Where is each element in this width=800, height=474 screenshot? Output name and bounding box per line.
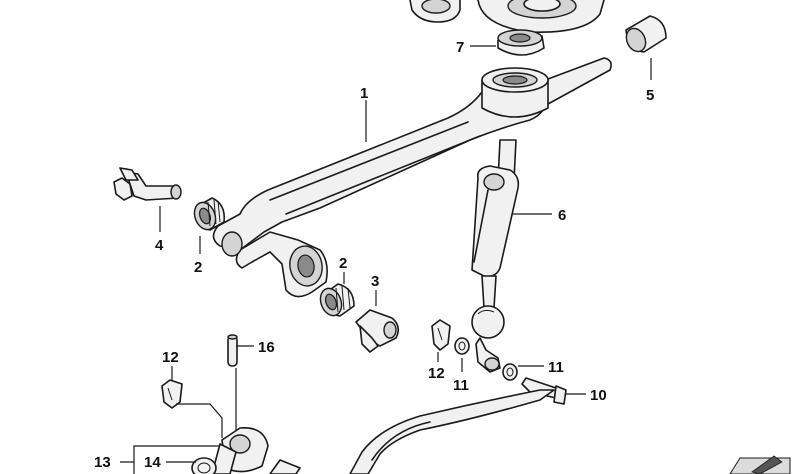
bottom-partial-part	[269, 459, 301, 474]
top-bearing-ring	[409, 0, 461, 23]
callout-12-left: 12	[162, 349, 179, 366]
callout-3: 3	[371, 273, 379, 290]
leader-lines	[120, 45, 652, 474]
part-13-joint	[211, 427, 269, 474]
callout-16: 16	[258, 339, 275, 356]
callout-2-right: 2	[339, 255, 347, 272]
callout-11-lower: 11	[453, 377, 469, 394]
part-2-bushing-left	[193, 197, 226, 231]
callout-11-right: 11	[548, 359, 564, 376]
callout-7: 7	[456, 39, 464, 56]
part-11-washer-a	[454, 337, 470, 355]
callout-10: 10	[590, 387, 607, 404]
part-7-bushing	[497, 29, 545, 56]
part-1-shift-lever	[212, 57, 612, 298]
part-12-clip-right	[431, 319, 451, 351]
callout-4: 4	[155, 237, 164, 254]
top-boot-cover	[477, 0, 605, 33]
callout-14: 14	[144, 454, 161, 471]
part-11-washer-b	[502, 363, 518, 381]
part-14-ring	[191, 457, 217, 474]
part-4-pin	[113, 167, 182, 201]
callout-12-right: 12	[428, 365, 445, 382]
part-2-bushing-right	[319, 283, 355, 317]
callout-13: 13	[94, 454, 111, 471]
part-10-rod	[349, 377, 567, 474]
part-5-sleeve	[625, 15, 667, 53]
callout-5: 5	[646, 87, 654, 104]
part-6-rod	[471, 139, 520, 373]
part-16-pin	[227, 334, 238, 367]
part-12-clip-left	[161, 379, 183, 409]
callout-6: 6	[558, 207, 566, 224]
callout-2-left: 2	[194, 259, 202, 276]
part-3-clip	[355, 309, 400, 353]
callout-1: 1	[360, 85, 368, 102]
orientation-arrow-icon	[729, 455, 791, 474]
